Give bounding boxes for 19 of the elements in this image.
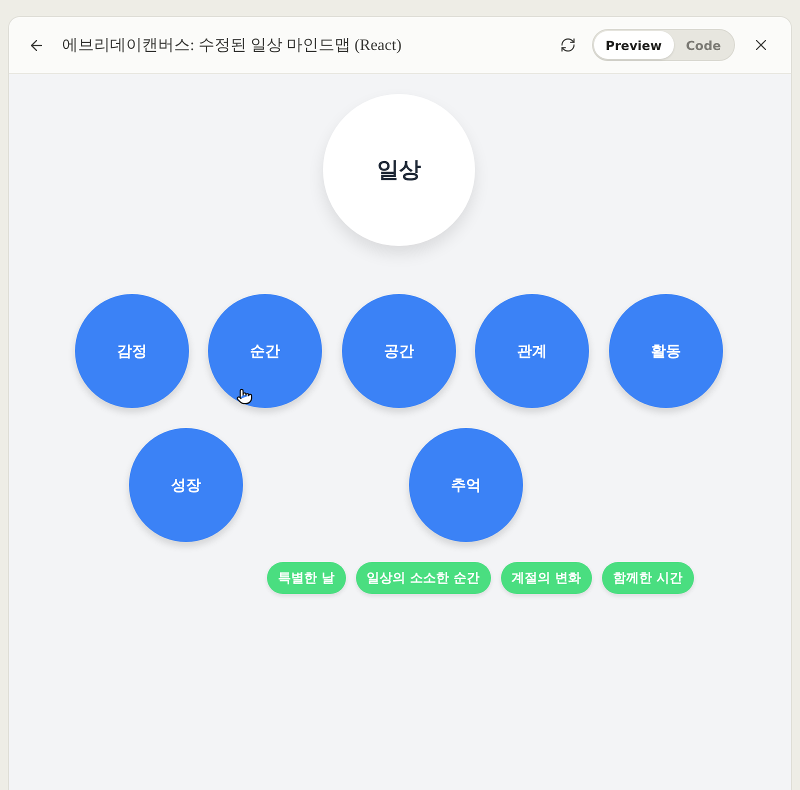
tag-label: 함께한 시간 bbox=[613, 570, 683, 587]
tag-pill bbox=[267, 562, 346, 594]
circle-label: 관계 bbox=[517, 342, 547, 360]
tag-label: 일상의 소소한 순간 bbox=[366, 570, 480, 587]
tag-label: 계절의 변화 bbox=[512, 570, 582, 587]
circle-label: 순간 bbox=[250, 342, 280, 360]
circle-label: 감정 bbox=[117, 342, 147, 360]
circle-label: 활동 bbox=[651, 342, 681, 360]
active-tab: Preview bbox=[594, 31, 674, 59]
tag-pill bbox=[602, 562, 694, 594]
circle-label: 성장 bbox=[171, 476, 201, 494]
circle-label: 추억 bbox=[451, 476, 481, 494]
window-title: 에브리데이캔버스: 수정된 일상 마인드맵 (React) bbox=[62, 36, 402, 56]
tag-pill bbox=[356, 562, 491, 594]
tag-label: 특별한 날 bbox=[278, 570, 335, 587]
tag-pill bbox=[500, 562, 592, 594]
circle-label: 일상 bbox=[377, 157, 421, 185]
tab: Code bbox=[674, 31, 733, 59]
circle-label: 공간 bbox=[384, 342, 414, 360]
